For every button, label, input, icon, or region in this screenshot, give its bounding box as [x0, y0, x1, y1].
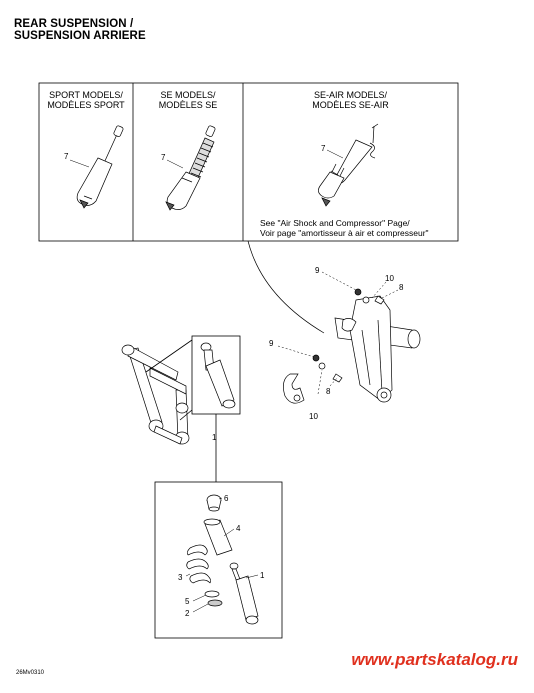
exploded-shock-parts: [186, 494, 259, 625]
callout-part-6: 6: [224, 494, 229, 503]
suspension-frame: [121, 344, 190, 445]
drawing-code: 26Mv0310: [16, 670, 45, 676]
callout-part-2: 2: [185, 609, 190, 618]
title-line-1: REAR SUSPENSION /: [14, 18, 134, 30]
callout-se-7: 7: [161, 153, 166, 162]
sport-heading-line-1: SPORT MODELS/: [49, 90, 123, 100]
se-air-shock-drawing: [318, 123, 379, 207]
callout-part-1: 1: [260, 571, 265, 580]
se-air-models-heading: SE-AIR MODELS/ MODÈLES SE-AIR: [243, 90, 458, 110]
title-line-2: SUSPENSION ARRIERE: [14, 30, 146, 42]
leader-line: [247, 240, 325, 334]
se-shock-drawing: [165, 125, 216, 211]
callout-air-7: 7: [321, 144, 326, 153]
callout-top-8: 8: [399, 283, 404, 292]
sport-models-heading: SPORT MODELS/ MODÈLES SPORT: [39, 90, 133, 110]
note-line-1: See "Air Shock and Compressor" Page/: [260, 218, 410, 228]
callout-sport-7: 7: [64, 152, 69, 161]
callout-mid-8: 8: [326, 387, 331, 396]
callout-mid-10: 10: [309, 412, 318, 421]
callout-top-10: 10: [385, 274, 394, 283]
assembly-leaders: [277, 271, 399, 395]
models-box: [38, 82, 459, 242]
se-air-heading-line-1: SE-AIR MODELS/: [313, 90, 387, 100]
callout-link-1: 1: [212, 433, 217, 442]
sport-shock-drawing: [76, 125, 124, 209]
callout-part-3: 3: [178, 573, 183, 582]
callout-part-5: 5: [185, 597, 190, 606]
rear-arm-assembly: [283, 288, 421, 404]
page-title: REAR SUSPENSION / SUSPENSION ARRIERE: [14, 18, 146, 42]
callout-top-9: 9: [315, 266, 320, 275]
callout-part-4: 4: [236, 524, 241, 533]
part-leaders: [69, 149, 344, 613]
shock-inset-box: [145, 335, 241, 482]
parts-box: [154, 481, 283, 639]
se-air-heading-line-2: MODÈLES SE-AIR: [312, 100, 389, 110]
sport-heading-line-2: MODÈLES SPORT: [47, 100, 125, 110]
se-heading-line-2: MODÈLES SE: [158, 100, 218, 110]
se-models-heading: SE MODELS/ MODÈLES SE: [133, 90, 243, 110]
air-shock-note: See "Air Shock and Compressor" Page/ Voi…: [260, 218, 429, 238]
callout-mid-9: 9: [269, 339, 274, 348]
se-heading-line-1: SE MODELS/: [160, 90, 216, 100]
note-line-2: Voir page "amortisseur à air et compress…: [260, 228, 429, 238]
watermark: www.partskatalog.ru: [351, 650, 518, 669]
inset-shock-drawing: [200, 342, 236, 409]
